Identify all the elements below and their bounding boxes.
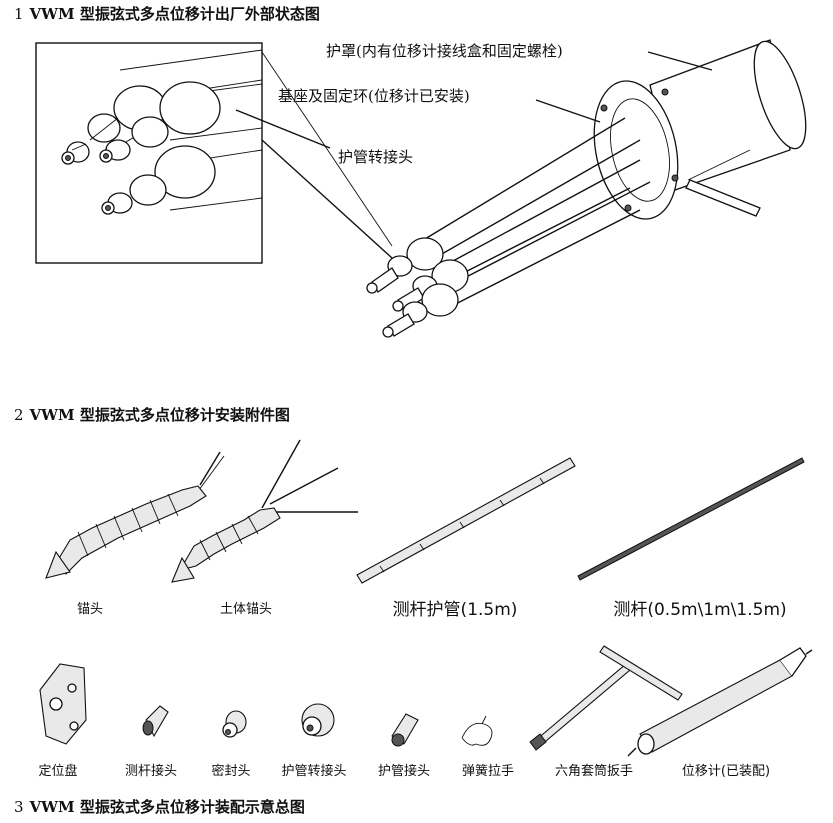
displacement-meter-drawing [627, 647, 813, 757]
section-3-heading: 3 VWM 型振弦式多点位移计装配示意总图 [14, 796, 305, 817]
adapter-leader-line [235, 109, 331, 149]
callout-adapter: 护管转接头 [338, 148, 414, 166]
caption-soil-anchor-head: 土体锚头 [219, 602, 273, 617]
rod-connector-drawing [142, 705, 169, 738]
base-leader-line [535, 99, 601, 123]
inset-adapter-closeup [61, 49, 263, 215]
tube-adapter-drawing [301, 703, 335, 737]
section-2-title: VWM 型振弦式多点位移计安装附件图 [29, 406, 290, 424]
side-rod [685, 179, 761, 217]
caption-rod-protective-tube: 测杆护管(1.5m) [392, 600, 518, 620]
base-flange-ring [593, 80, 679, 220]
caption-sealing-head: 密封头 [211, 764, 251, 779]
sealing-head-drawing [222, 710, 247, 738]
callout-shield: 护罩(内有位移计接线盒和固定螺栓) [326, 42, 563, 60]
inset-leader-line [261, 139, 393, 259]
shield-leader-line [647, 51, 713, 71]
section-2-heading: 2 VWM 型振弦式多点位移计安装附件图 [14, 404, 290, 425]
callout-base: 基座及固定环(位移计已安装) [278, 87, 470, 105]
section-1-title: VWM 型振弦式多点位移计出厂外部状态图 [29, 5, 320, 23]
caption-displacement-meter: 位移计(已装配) [681, 764, 771, 779]
inset-leader-line-2 [261, 51, 393, 247]
soil-anchor-head-drawing [171, 439, 358, 583]
hex-socket-wrench-drawing [529, 645, 683, 751]
caption-spring-puller: 弹簧拉手 [461, 764, 515, 779]
caption-rod-connector: 测杆接头 [124, 764, 178, 779]
caption-positioning-disc: 定位盘 [38, 764, 78, 779]
rod-protective-tube-drawing [356, 457, 576, 584]
caption-measuring-rod: 测杆(0.5m\1m\1.5m) [613, 600, 787, 620]
tube-adapters [366, 237, 469, 338]
protective-shield-cylinder [649, 39, 807, 191]
caption-tube-adapter: 护管转接头 [281, 764, 347, 779]
section-2-number: 2 [14, 406, 24, 424]
spring-puller-drawing [461, 715, 493, 746]
section-3-title: VWM 型振弦式多点位移计装配示意总图 [29, 798, 305, 816]
section-3-number: 3 [14, 798, 24, 816]
caption-anchor-head: 锚头 [76, 602, 104, 617]
anchor-head-drawing [45, 451, 225, 579]
caption-tube-joint: 护管接头 [377, 764, 431, 779]
tube-joint-drawing [391, 713, 419, 747]
section-1-heading: 1 VWM 型振弦式多点位移计出厂外部状态图 [14, 3, 320, 24]
section-1-number: 1 [14, 5, 24, 23]
caption-hex-socket-wrench: 六角套筒扳手 [554, 764, 634, 779]
inset-detail-box [35, 42, 263, 264]
measuring-rod-drawing [577, 457, 805, 581]
positioning-disc-drawing [39, 663, 87, 745]
